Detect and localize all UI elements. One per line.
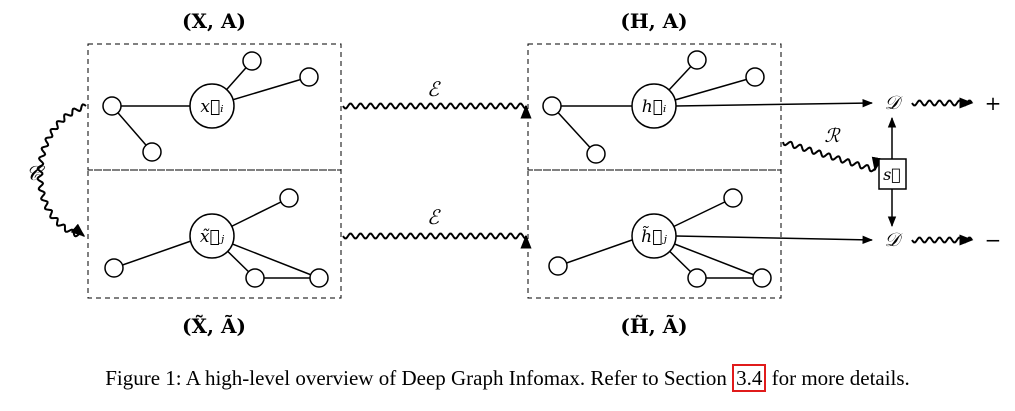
positive-pair-arrow	[675, 98, 874, 108]
figure-caption: Figure 1: A high-level overview of Deep …	[0, 364, 1015, 392]
readout-arrow	[782, 140, 883, 173]
dgi-diagram: (X, A) (X̃, Ã) (H, A) (H̃, Ã) x⃗ᵢ x̃⃗ⱼ	[26, 9, 1002, 338]
output-label: (H, A)	[620, 9, 687, 33]
negative-output-arrow	[911, 226, 973, 244]
discriminator-bottom: 𝒟	[884, 229, 903, 251]
encoder-arrow-top	[342, 102, 532, 119]
negative-sign: −	[985, 228, 1002, 252]
caption-suffix: for more details.	[766, 366, 910, 390]
node-xt-j	[189, 213, 235, 259]
node-h-label: h⃗ᵢ	[642, 97, 667, 117]
discriminator-top: 𝒟	[884, 92, 903, 114]
corrupted-output-graph-box	[527, 169, 782, 299]
corrupted-input-graph-box	[87, 169, 342, 299]
corrupted-output-label: (H̃, Ã)	[620, 314, 687, 338]
node-x-i	[189, 83, 235, 129]
node-xt-label: x̃⃗ⱼ	[200, 227, 225, 247]
negative-pair-arrow	[675, 235, 874, 245]
corrupted-input-nodes	[104, 188, 329, 288]
encoder-label-bottom: ℰ	[427, 205, 441, 229]
node-x-label: x⃗ᵢ	[200, 97, 223, 117]
output-graph-nodes	[542, 50, 765, 164]
input-label: (X, A)	[182, 9, 246, 33]
caption-prefix: Figure 1: A high-level overview of Deep …	[105, 366, 733, 390]
corrupted-output-nodes	[548, 188, 772, 288]
node-ht-label: h̃⃗ⱼ	[641, 226, 667, 247]
positive-sign: +	[985, 91, 1002, 115]
section-reference-link[interactable]: 3.4	[732, 364, 767, 392]
input-graph-nodes	[102, 51, 319, 162]
encoder-label-top: ℰ	[427, 77, 441, 101]
corruption-arrow	[36, 103, 87, 238]
corrupted-input-label: (X̃, Ã)	[182, 314, 246, 338]
summary-label: s⃗	[883, 165, 901, 184]
encoder-arrow-bottom	[342, 232, 532, 249]
readout-label: ℛ	[824, 125, 841, 147]
positive-output-arrow	[911, 89, 973, 107]
